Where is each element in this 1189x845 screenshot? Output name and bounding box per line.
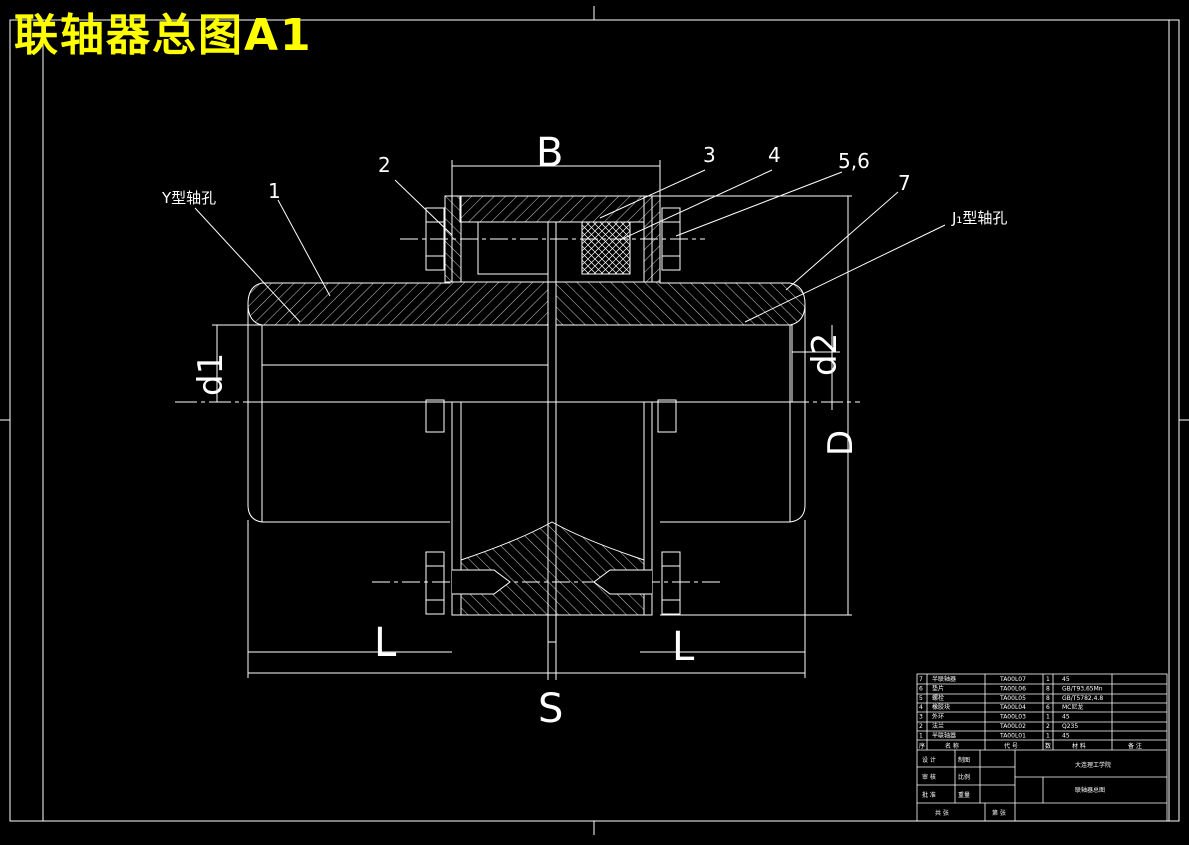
parts-cell-qty: 1 <box>1046 714 1050 721</box>
right-hub-lower <box>660 401 806 523</box>
leader-3 <box>599 169 706 219</box>
parts-header-material: 材 料 <box>1072 742 1086 750</box>
parts-cell-no: 1 <box>919 732 923 739</box>
label-part-56: 5,6 <box>838 149 870 173</box>
parts-cell-qty: 8 <box>1046 685 1050 692</box>
parts-cell-material: 45 <box>1062 676 1070 683</box>
label-y-bore: Y型轴孔 <box>161 189 216 207</box>
parts-cell-code: TA00L01 <box>999 732 1026 739</box>
parts-cell-material: 45 <box>1062 714 1070 721</box>
label-part-4: 4 <box>768 143 781 167</box>
parts-cell-code: TA00L07 <box>999 676 1026 683</box>
parts-cell-name: 外环 <box>932 713 944 721</box>
label-dim-B: B <box>536 130 563 176</box>
bolt-head-tr <box>661 207 681 271</box>
tb-drawing: 制图 <box>958 756 970 764</box>
rubber-block <box>581 221 631 275</box>
parts-cell-material: Q235 <box>1062 723 1078 730</box>
tb-name: 联轴器总图 <box>1075 786 1105 794</box>
parts-cell-code: TA00L02 <box>999 723 1026 730</box>
parts-cell-code: TA00L05 <box>999 695 1026 702</box>
parts-header-qty: 数 <box>1045 742 1051 750</box>
leader-4 <box>619 169 773 241</box>
bolt-head-bl <box>425 551 445 615</box>
tb-approve: 批 准 <box>922 791 936 799</box>
parts-cell-no: 3 <box>919 714 923 721</box>
leader-j1 <box>744 224 946 323</box>
parts-header-no: 序 <box>919 742 925 750</box>
parts-cell-no: 4 <box>919 704 923 711</box>
parts-header-code: 代 号 <box>1004 742 1018 750</box>
label-dim-D: D <box>821 430 861 456</box>
tb-scale: 比例 <box>958 773 970 781</box>
bolt-head-tl <box>425 207 445 271</box>
parts-cell-no: 7 <box>919 676 923 683</box>
parts-cell-qty: 1 <box>1046 676 1050 683</box>
parts-cell-name: 垫片 <box>932 684 944 692</box>
parts-cell-qty: 2 <box>1046 723 1050 730</box>
parts-cell-name: 螺栓 <box>932 694 944 702</box>
parts-cell-material: GB/T5782,4.8 <box>1062 695 1103 702</box>
title-block-frame <box>916 673 1168 822</box>
label-dim-L-left: L <box>374 620 397 666</box>
parts-header-name: 名 称 <box>945 742 959 750</box>
tb-check: 审 核 <box>922 773 936 781</box>
right-flange <box>643 195 661 283</box>
parts-cell-material: 45 <box>1062 732 1070 739</box>
leader-2 <box>394 179 453 236</box>
parts-cell-code: TA00L03 <box>999 714 1026 721</box>
label-part-7: 7 <box>898 171 911 195</box>
page-title: 联轴器总图A1 <box>14 10 313 61</box>
parts-cell-qty: 8 <box>1046 695 1050 702</box>
parts-header-remark: 备 注 <box>1128 742 1142 750</box>
parts-cell-code: TA00L04 <box>999 704 1026 711</box>
tb-school: 大连理工学院 <box>1075 761 1111 769</box>
parts-cell-name: 法兰 <box>932 722 944 730</box>
parts-cell-qty: 6 <box>1046 704 1050 711</box>
bolt-head-br <box>661 551 681 615</box>
parts-cell-material: GB/T93,65Mn <box>1062 685 1103 692</box>
parts-cell-code: TA00L06 <box>999 685 1026 692</box>
label-dim-L-right: L <box>672 624 695 670</box>
tb-weight: 重量 <box>958 791 970 799</box>
left-hub-upper <box>247 281 549 326</box>
tb-sheet: 共 张 <box>935 809 949 817</box>
lower-ring-section <box>460 521 645 616</box>
right-hub-upper <box>555 281 806 326</box>
leader-7 <box>785 191 899 291</box>
parts-cell-qty: 1 <box>1046 732 1050 739</box>
leader-y-bore <box>194 207 301 323</box>
parts-cell-name: 半联轴器 <box>932 675 956 683</box>
left-hub-lower <box>247 401 450 523</box>
left-flange <box>444 195 462 283</box>
tb-design: 设 计 <box>922 756 936 764</box>
leader-56 <box>675 171 843 237</box>
center-spacer <box>547 221 557 643</box>
parts-cell-no: 5 <box>919 695 923 702</box>
outer-ring-top <box>459 195 645 223</box>
label-dim-d1: d1 <box>191 353 231 396</box>
parts-cell-no: 2 <box>919 723 923 730</box>
label-dim-d2: d2 <box>805 333 845 376</box>
label-j1-bore: J₁型轴孔 <box>951 209 1007 227</box>
inner-frame <box>42 19 1170 822</box>
label-dim-S: S <box>538 686 563 732</box>
label-part-3: 3 <box>703 143 716 167</box>
parts-cell-no: 6 <box>919 685 923 692</box>
label-part-1: 1 <box>268 179 281 203</box>
left-bore <box>261 324 549 403</box>
leader-1 <box>277 199 331 297</box>
label-part-2: 2 <box>378 153 391 177</box>
right-bore <box>555 324 793 403</box>
parts-cell-material: MC尼龙 <box>1062 703 1083 711</box>
tb-page: 第 张 <box>992 809 1006 817</box>
parts-cell-name: 半联轴器 <box>932 731 956 739</box>
parts-cell-name: 橡胶块 <box>932 703 950 711</box>
